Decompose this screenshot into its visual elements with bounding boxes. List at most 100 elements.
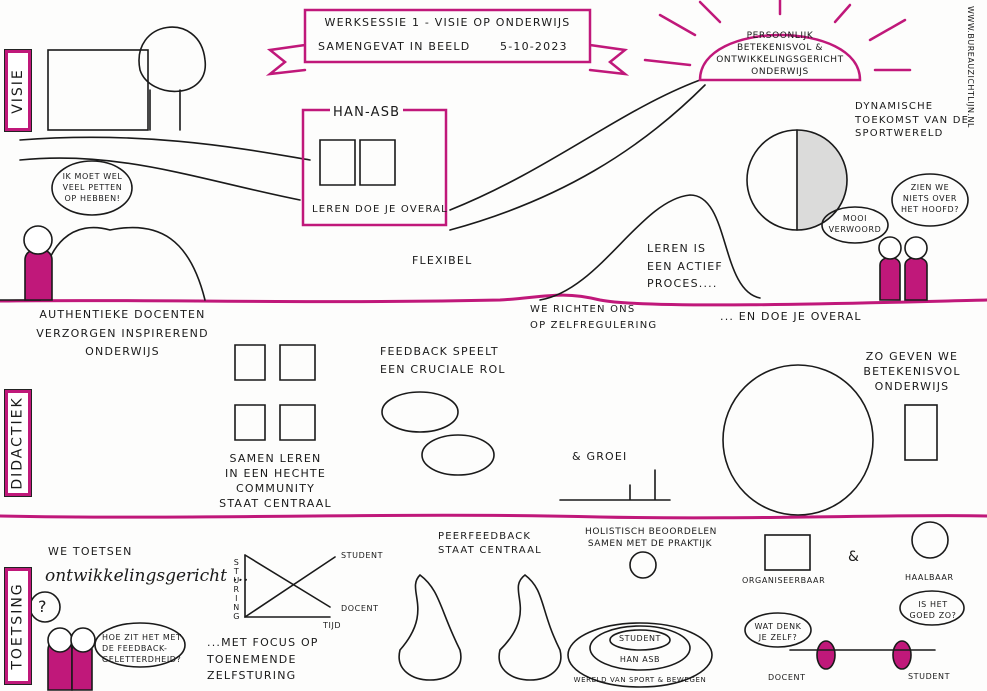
text-line: BETEKENISVOL: [863, 364, 961, 378]
ring-wereld: WERELD VAN SPORT & BEWEGEN: [573, 676, 707, 684]
text-line: STAAT CENTRAAL: [219, 496, 332, 510]
peerfeedback-text: PEERFEEDBACK STAAT CENTRAAL: [438, 530, 542, 557]
school-building: [47, 49, 149, 131]
text-line: ONDERWIJS: [85, 345, 160, 359]
chart-ylabel: STURING: [231, 558, 241, 621]
ring-student: STUDENT: [618, 634, 662, 643]
chart-student-label: STUDENT: [341, 551, 384, 560]
text-line: HOLISTISCH BEOORDELEN: [585, 527, 717, 537]
bubble-line: DE FEEDBACK-: [102, 643, 168, 653]
banner-date: 5-10-2023: [500, 40, 568, 53]
text-line: AUTHENTIEKE DOCENTEN: [39, 308, 206, 321]
visie-label: VISIE: [10, 67, 27, 114]
text-line: WE RICHTEN ONS: [530, 304, 636, 315]
earth-globe: [722, 364, 874, 516]
bubble-line: NIETS OVER: [902, 193, 958, 203]
bubble-line: VEEL PETTEN: [62, 182, 123, 192]
flexibel-text: FLEXIBEL: [412, 254, 473, 267]
text-line: IN EEN HECHTE: [224, 466, 327, 480]
bubble-line: MOOI: [842, 214, 868, 223]
banner-shape: [265, 8, 630, 76]
sun-line: ONTWIKKELINGSGERICHT: [716, 55, 844, 66]
bubble-line: HOE ZIT HET MET: [102, 633, 182, 642]
we-toetsen-text: WE TOETSEN: [48, 545, 133, 558]
text-line: VERZORGEN INSPIREREND: [36, 326, 209, 340]
text-line: ZO GEVEN WE: [865, 350, 959, 363]
heads: [23, 225, 928, 653]
text-line: OP ZELFREGULERING: [530, 320, 658, 331]
exclamation-puzzle: [904, 404, 938, 461]
text-line: DYNAMISCHE: [855, 101, 934, 112]
didactiek-label: DIDACTIEK: [10, 396, 27, 490]
ontwikkelingsgericht-text: ontwikkelingsgericht ...: [45, 566, 249, 586]
planner-icon: [764, 534, 811, 571]
sun-line: PERSOONLIJK: [746, 31, 814, 41]
text-line: LEREN IS: [647, 242, 707, 255]
text-line: FEEDBACK SPEELT: [380, 345, 499, 358]
bubble-line: IS HET: [918, 600, 948, 609]
han-asb-title: HAN-ASB: [330, 104, 404, 122]
text-line: ONDERWIJS: [874, 379, 950, 393]
groei-text: & GROEI: [572, 450, 628, 463]
text-line: STAAT CENTRAAL: [438, 544, 542, 556]
plants: [559, 469, 671, 501]
tree: [138, 26, 206, 131]
text-line: COMMUNITY: [235, 481, 316, 495]
ring-han-asb: HAN ASB: [619, 655, 661, 664]
ampersand: &: [848, 549, 861, 565]
docenten-text: AUTHENTIEKE DOCENTEN VERZORGEN INSPIREREN…: [30, 306, 215, 362]
divider-didactiek: [0, 513, 987, 520]
holistisch-text: HOLISTISCH BEOORDELEN SAMEN MET DE PRAKTI…: [585, 526, 717, 550]
puzzle-grid: [234, 344, 316, 441]
question-mark: ?: [38, 597, 48, 616]
target-clock: [911, 521, 949, 559]
divider-visie: [0, 293, 987, 307]
pink-figures: [24, 247, 928, 691]
bubble-line: OP HEBBEN!: [64, 193, 121, 203]
toetsing-label: TOETSING: [10, 582, 26, 670]
text-line: SAMEN MET DE PRAKTIJK: [587, 539, 713, 550]
text-line: EEN CRUCIALE ROL: [380, 362, 506, 376]
section-label-visie: VISIE: [4, 49, 32, 132]
feedback-text: FEEDBACK SPEELT EEN CRUCIALE ROL: [380, 343, 506, 378]
chart-docent-label: DOCENT: [341, 604, 379, 613]
section-label-didactiek: DIDACTIEK: [4, 389, 32, 497]
student-figure-head: [629, 551, 657, 579]
bubble-line: ZIEN WE: [910, 183, 950, 192]
bubble-line: IK MOET WEL: [62, 172, 123, 181]
organiseerbaar-text: ORGANISEERBAAR: [742, 576, 826, 585]
section-label-toetsing: TOETSING: [4, 567, 32, 685]
zelfregulering-text: WE RICHTEN ONS OP ZELFREGULERING: [530, 302, 657, 334]
text-line: TOENEMENDE: [207, 652, 297, 666]
puzzle-pieces: [319, 139, 396, 186]
road: [19, 79, 706, 231]
speech-bubbles: [29, 160, 969, 668]
sturing-chart: [244, 554, 336, 618]
banner-subtitle: SAMENGEVAT IN BEELD: [318, 40, 471, 53]
bubble-line: VERWOORD: [828, 224, 882, 234]
text-line: PEERFEEDBACK: [438, 531, 532, 542]
bubble-line: HET HOOFD?: [900, 204, 960, 214]
pear-right: [498, 574, 562, 681]
holistic-rings: [567, 622, 713, 688]
student-label: STUDENT: [908, 672, 951, 681]
chart-xlabel: TIJD: [323, 621, 342, 630]
text-line: SPORTWERELD: [855, 128, 944, 139]
website-url: WWW.BUREAUZICHTLIJN.NL: [966, 6, 975, 128]
leren-overal-text: LEREN DOE JE OVERAL: [312, 204, 448, 215]
haalbaar-text: HAALBAAR: [905, 573, 954, 582]
bubble-line: JE ZELF?: [758, 632, 798, 642]
text-line: EEN ACTIEF: [647, 259, 723, 273]
pear-left: [398, 574, 462, 681]
